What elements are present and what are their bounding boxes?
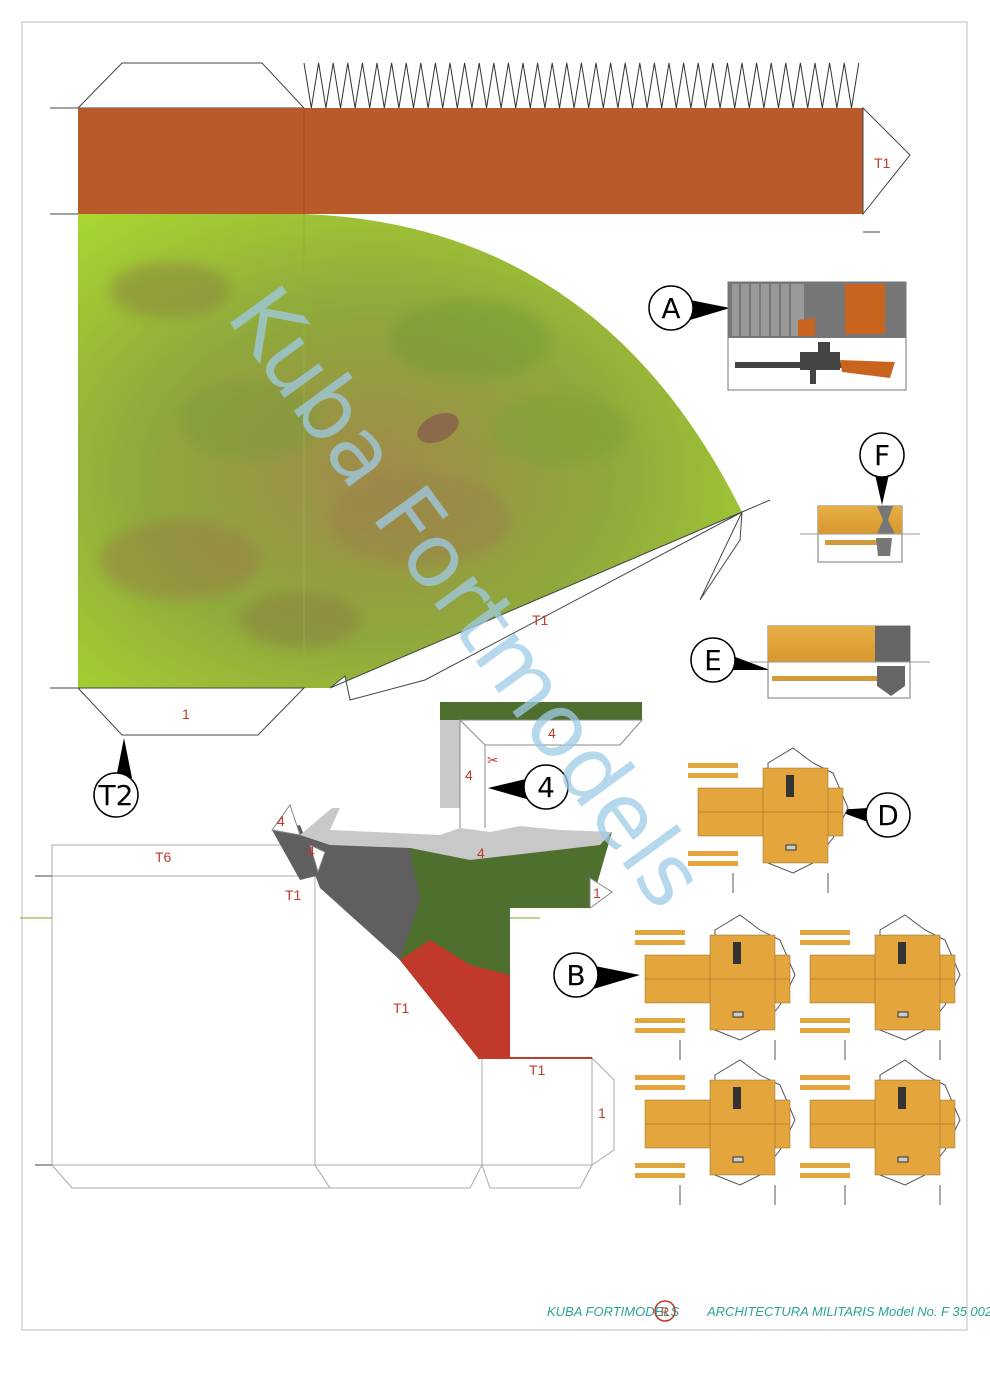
- wall-top-label: T6: [155, 849, 172, 865]
- ground-edge-label: T1: [532, 612, 549, 628]
- svg-text:B: B: [566, 959, 585, 992]
- footer-brand: KUBA FORTIMODELS: [547, 1304, 680, 1319]
- callout-t2: T2: [93, 738, 139, 818]
- tab-4-c: 4: [477, 845, 485, 861]
- right-tab-2-label: 1: [598, 1105, 606, 1121]
- svg-text:4: 4: [537, 771, 555, 804]
- callout-four: 4: [488, 764, 569, 810]
- callout-b: B: [553, 952, 640, 998]
- crate-b-1: [635, 914, 796, 1060]
- tab-4-a: 4: [548, 725, 556, 741]
- tab-4-e: 4: [307, 843, 315, 859]
- ground-part: 1 T1: [50, 214, 771, 736]
- part-e-shovel: [750, 625, 930, 699]
- zigzag-glue-teeth: [303, 62, 860, 109]
- ground-bottom-tab-label: 1: [182, 706, 190, 722]
- svg-text:R: R: [661, 1305, 670, 1319]
- wall-diag-label: T1: [393, 1000, 410, 1016]
- strip-tab-label: T1: [874, 155, 891, 171]
- callout-d: D: [835, 792, 911, 838]
- tab-4-d: 4: [277, 813, 285, 829]
- svg-text:E: E: [704, 644, 722, 677]
- svg-text:A: A: [661, 292, 680, 325]
- registered-mark-icon: [654, 1300, 676, 1322]
- part-f-axe: [800, 505, 920, 563]
- footer: KUBA FORTIMODELS R ARCHITECTURA MILITARI…: [547, 1300, 990, 1322]
- wall-part: T6 T1 1 4 4 4 4 4 1 T1 T1 ✂: [20, 702, 644, 1189]
- callout-e: E: [690, 637, 770, 683]
- svg-text:F: F: [874, 439, 890, 472]
- top-strip-part: T1: [50, 62, 911, 233]
- right-tab-1-label: 1: [593, 885, 601, 901]
- tab-4-b: 4: [465, 767, 473, 783]
- footer-model: ARCHITECTURA MILITARIS Model No. F 35 00…: [706, 1304, 990, 1319]
- scissors-icon: ✂: [487, 753, 499, 769]
- crate-b-3: [635, 1059, 796, 1205]
- crate-d: [688, 747, 849, 893]
- part-b-boxes: [635, 914, 961, 1205]
- crate-b-4: [800, 1059, 961, 1205]
- callout-a: A: [648, 285, 730, 331]
- part-d-box: [688, 747, 849, 893]
- svg-text:D: D: [877, 799, 899, 832]
- crate-b-2: [800, 914, 961, 1060]
- sheet-border: [21, 21, 968, 1331]
- wall-bottom-label: T1: [529, 1062, 546, 1078]
- callout-f: F: [859, 432, 905, 505]
- wall-tab-1-label: T1: [285, 887, 302, 903]
- svg-text:T2: T2: [98, 779, 134, 812]
- part-a-machine-gun: [727, 281, 907, 391]
